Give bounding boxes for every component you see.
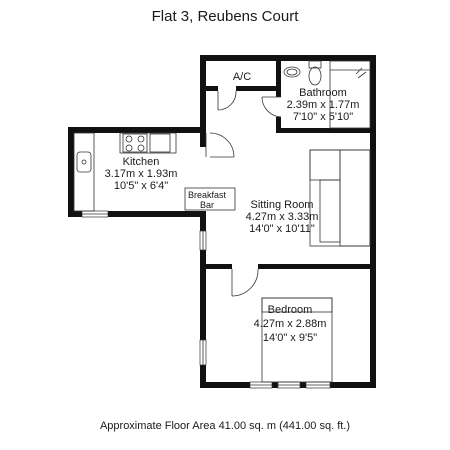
- fixtures: [73, 60, 371, 383]
- hob-icon: [122, 133, 148, 153]
- bathroom-metric: 2.39m x 1.77m: [287, 99, 360, 111]
- doors: [205, 90, 282, 297]
- outer-walls: [68, 55, 376, 388]
- shower-icon: [329, 60, 371, 129]
- hob-counter: [119, 132, 177, 154]
- sofa-icon: [309, 149, 371, 247]
- bathroom-imperial: 7'10" x 5'10": [293, 111, 353, 123]
- bedroom-name: Bedroom: [268, 304, 313, 316]
- breakfast-bar-line1: Breakfast: [188, 190, 227, 200]
- kitchen-imperial: 10'5" x 6'4": [114, 180, 168, 192]
- sink-icon: [76, 151, 92, 173]
- sitting-room-metric: 4.27m x 3.33m: [246, 211, 319, 223]
- sitting-room-imperial: 14'0" x 10'11": [249, 223, 315, 235]
- kitchen-counter: [73, 132, 95, 212]
- room-labels: A/C Bathroom 2.39m x 1.77m 7'10" x 5'10"…: [105, 71, 360, 344]
- bathroom-name: Bathroom: [299, 87, 347, 99]
- toilet-icon: [308, 60, 322, 86]
- plan-title: Flat 3, Reubens Court: [151, 8, 299, 25]
- internal-walls: [200, 55, 376, 269]
- kitchen-metric: 3.17m x 1.93m: [105, 168, 178, 180]
- kitchen-name: Kitchen: [123, 156, 160, 168]
- appliance-icon: [149, 133, 171, 153]
- windows: [81, 210, 331, 389]
- breakfast-bar-line2: Bar: [200, 200, 214, 210]
- breakfast-bar-counter: [184, 187, 236, 211]
- sitting-room-name: Sitting Room: [251, 199, 314, 211]
- basin-icon: [283, 66, 301, 78]
- ac-label: A/C: [233, 71, 251, 83]
- bedroom-metric: 4.27m x 2.88m: [254, 318, 327, 330]
- floor-area-note: Approximate Floor Area 41.00 sq. m (441.…: [99, 420, 351, 432]
- bed-icon: [261, 297, 333, 383]
- bedroom-imperial: 14'0" x 9'5": [263, 332, 317, 344]
